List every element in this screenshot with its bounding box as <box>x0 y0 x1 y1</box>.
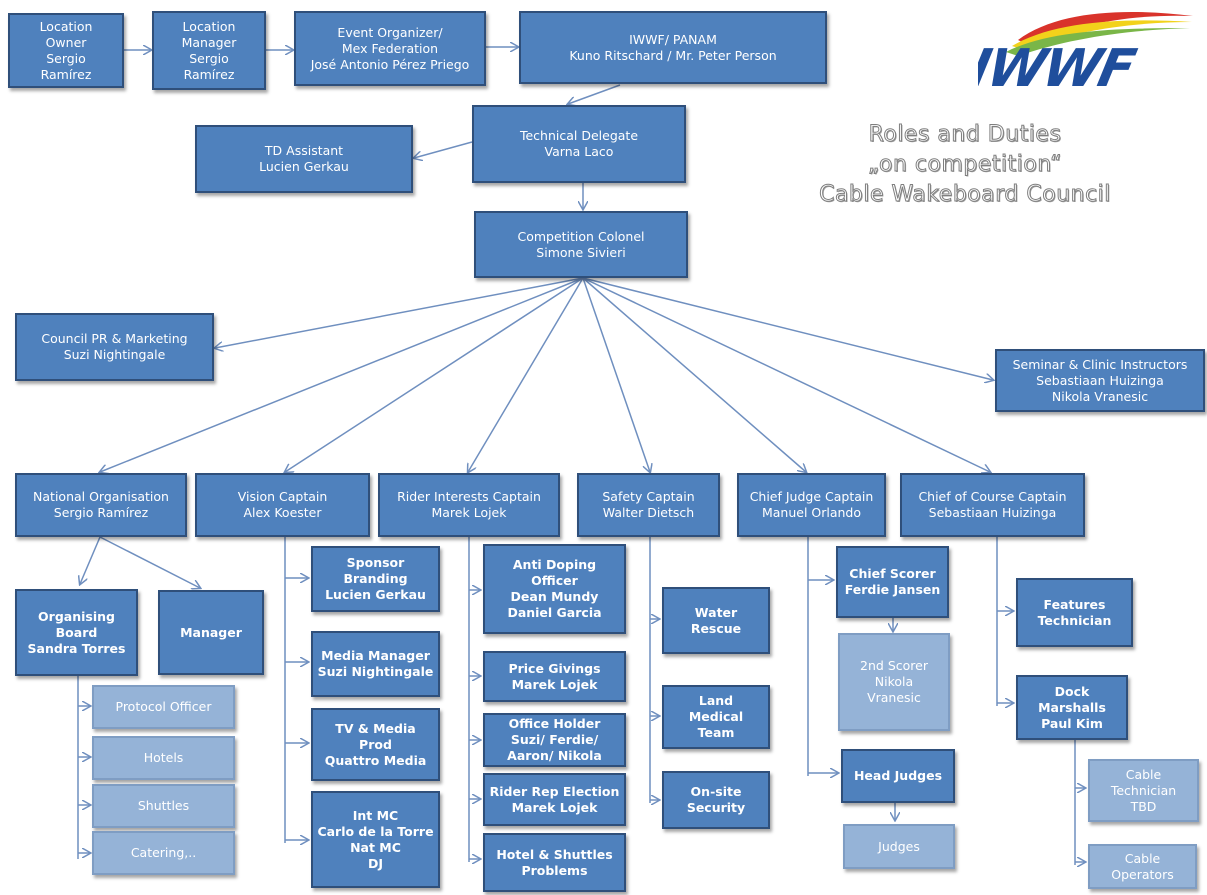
hotels-box: Hotels <box>92 736 235 780</box>
hotel-shuttles-problems-box: Hotel & Shuttles Problems <box>483 833 626 892</box>
iwwf-panam-box: IWWF/ PANAM Kuno Ritschard / Mr. Peter P… <box>519 11 827 84</box>
second-scorer-box: 2nd Scorer Nikola Vranesic <box>838 633 950 731</box>
location-manager-box: Location Manager Sergio Ramírez <box>152 11 266 90</box>
safety-captain-box: Safety Captain Walter Dietsch <box>577 473 720 537</box>
logo-text: IWWF <box>978 39 1141 90</box>
catering-box: Catering,.. <box>92 831 235 875</box>
organising-board-box: Organising Board Sandra Torres <box>15 589 138 676</box>
water-rescue-box: Water Rescue <box>662 587 770 654</box>
office-holder-box: Office Holder Suzi/ Ferdie/ Aaron/ Nikol… <box>483 713 626 767</box>
iwwf-logo: IWWF <box>978 11 1193 90</box>
onsite-security-box: On-site Security <box>662 771 770 829</box>
sponsor-branding-box: Sponsor Branding Lucien Gerkau <box>311 546 440 612</box>
manager-box: Manager <box>158 590 264 675</box>
chief-scorer-box: Chief Scorer Ferdie Jansen <box>836 546 949 618</box>
edge-td-assistant <box>414 141 473 158</box>
tv-media-box: TV & Media Prod Quattro Media <box>311 708 440 781</box>
anti-doping-officer-box: Anti Doping Officer Dean Mundy Daniel Ga… <box>483 544 626 634</box>
head-judges-box: Head Judges <box>841 749 955 803</box>
chief-judge-captain-box: Chief Judge Captain Manuel Orlando <box>737 473 886 537</box>
national-organisation-box: National Organisation Sergio Ramírez <box>15 473 187 537</box>
land-medical-team-box: Land Medical Team <box>662 685 770 749</box>
edge-nat-board <box>80 536 101 584</box>
edge-iwwf-td <box>568 84 621 104</box>
features-technician-box: Features Technician <box>1016 578 1133 647</box>
rider-interests-captain-box: Rider Interests Captain Marek Lojek <box>378 473 560 537</box>
dock-marshalls-box: Dock Marshalls Paul Kim <box>1016 675 1128 740</box>
int-mc-box: Int MC Carlo de la Torre Nat MC DJ <box>311 791 440 888</box>
protocol-officer-box: Protocol Officer <box>92 685 235 729</box>
seminar-instructors-box: Seminar & Clinic Instructors Sebastiaan … <box>995 349 1205 412</box>
diagram-title: Roles and Duties „on competition“ Cable … <box>819 122 1111 208</box>
edge-nat-manager <box>99 536 200 588</box>
council-pr-box: Council PR & Marketing Suzi Nightingale <box>15 313 214 381</box>
location-owner-box: Location Owner Sergio Ramírez <box>8 13 124 88</box>
rider-rep-election-box: Rider Rep Election Marek Lojek <box>483 773 626 826</box>
technical-delegate-box: Technical Delegate Varna Laco <box>472 105 686 183</box>
media-manager-box: Media Manager Suzi Nightingale <box>311 631 440 697</box>
vision-captain-box: Vision Captain Alex Koester <box>195 473 370 537</box>
td-assistant-box: TD Assistant Lucien Gerkau <box>195 125 413 193</box>
event-organizer-box: Event Organizer/ Mex Federation José Ant… <box>294 11 486 86</box>
fanout-edges <box>100 277 993 472</box>
cable-technician-box: Cable Technician TBD <box>1088 759 1199 822</box>
price-givings-box: Price Givings Marek Lojek <box>483 651 626 702</box>
judges-box: Judges <box>843 824 955 869</box>
cable-operators-box: Cable Operators <box>1088 844 1197 889</box>
competition-colonel-box: Competition Colonel Simone Sivieri <box>474 211 688 278</box>
shuttles-box: Shuttles <box>92 784 235 828</box>
chief-of-course-captain-box: Chief of Course Captain Sebastiaan Huizi… <box>900 473 1085 537</box>
